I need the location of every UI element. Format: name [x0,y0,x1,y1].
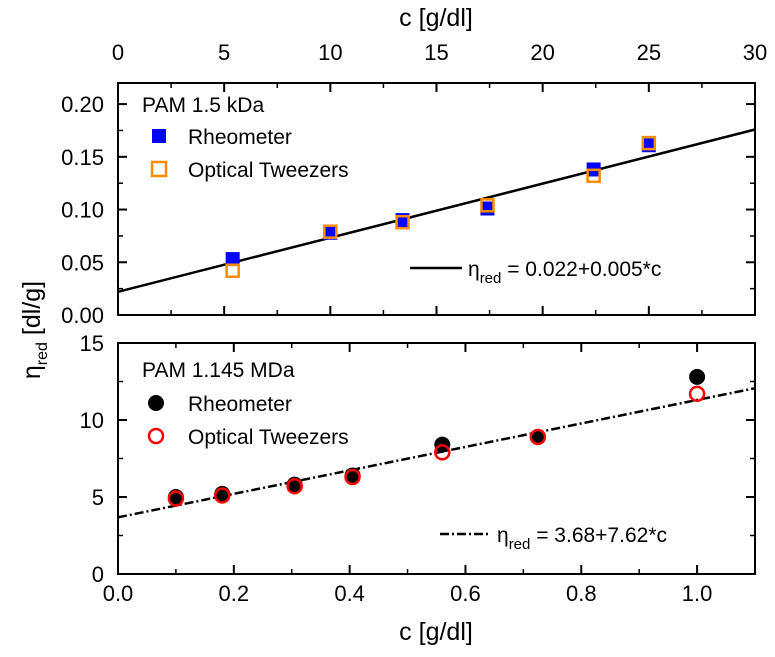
data-points-bottom [167,368,706,507]
optical-tweezers-point [225,263,240,278]
y-tick-label: 10 [80,408,104,433]
fit-legend-label-bottom: ηred = 3.68+7.62*c [497,524,667,553]
legend-title-bottom: PAM 1.145 MDa [142,359,295,382]
legend-marker-rheometer-top [152,129,166,143]
legend-marker-tweezers-bottom [147,427,165,445]
optical-tweezers-point [213,487,231,504]
rheometer-point [323,225,338,240]
optical-tweezers-point [323,224,338,239]
optical-tweezers-point [167,490,185,507]
optical-tweezers-point [688,385,706,403]
optical-tweezers-point [395,214,410,230]
y-tick-label: 0.05 [61,250,104,275]
fit-legend-bottom: ηred = 3.68+7.62*c [440,524,667,553]
x-tick-label-top: 15 [424,40,448,65]
y-tick-label: 0.15 [61,145,104,170]
y-tick-label: 0.20 [61,92,104,117]
optical-tweezers-point [434,444,451,461]
panel-bottom: c [g/dl] 0.0 0.2 0.4 0.6 0.8 1.0 0 5 10 15 PAM 1… [80,331,756,646]
fit-line-top [117,128,756,294]
legend-bottom: PAM 1.145 MDa Rheometer Optical Tweezers [142,359,349,449]
x-axis-label-bottom: c [g/dl] [399,618,473,646]
optical-tweezers-point [344,468,361,486]
x-axis-ticks-top: 0 5 10 15 20 25 30 [112,40,767,315]
x-tick-label-top: 30 [743,40,767,65]
x-tick-label-bottom: 0.4 [334,581,365,606]
legend-label-tweezers-top: Optical Tweezers [188,159,349,182]
x-tick-label-bottom: 1.0 [682,581,713,606]
optical-tweezers-point [480,198,495,213]
rheometer-point [689,368,706,385]
x-tick-label-top: 25 [637,40,661,65]
y-tick-label: 5 [92,485,104,510]
legend-marker-rheometer-bottom [148,395,164,411]
y-axis-ticks-top: 0.00 0.05 0.10 0.15 0.20 [61,92,755,328]
rheometer-point [225,252,240,267]
optical-tweezers-point [586,168,601,184]
x-tick-label-bottom: 0.6 [450,581,481,606]
x-tick-label-top: 5 [218,40,230,65]
fit-legend-label-top: ηred = 0.022+0.005*c [468,258,661,287]
x-tick-label-top: 20 [530,40,554,65]
x-tick-label-top: 0 [112,40,124,65]
y-axis-ticks-bottom: 0 5 10 15 [80,331,755,587]
legend-marker-tweezers-top [150,160,168,178]
x-tick-label-bottom: 0.0 [103,581,134,606]
data-points-top [225,135,657,278]
fit-line-top [117,128,756,294]
x-tick-label-bottom: 0.2 [219,581,250,606]
y-tick-label: 15 [80,331,104,356]
y-tick-label: 0 [92,562,104,587]
rheometer-point [529,428,546,445]
y-tick-label: 0.10 [61,198,104,223]
x-axis-ticks-bottom: 0.0 0.2 0.4 0.6 0.8 1.0 [103,343,713,606]
optical-tweezers-point [641,135,657,151]
optical-tweezers-point [529,428,547,446]
x-axis-label-top: c [g/dl] [399,4,473,32]
legend-title-top: PAM 1.5 kDa [142,94,264,117]
fit-legend-top: ηred = 0.022+0.005*c [410,258,661,287]
legend-label-rheometer-top: Rheometer [188,126,292,149]
legend-label-tweezers-bottom: Optical Tweezers [188,426,349,449]
legend-top: PAM 1.5 kDa Rheometer Optical Tweezers [142,94,349,182]
legend-label-rheometer-bottom: Rheometer [188,393,292,416]
y-tick-label: 0.00 [61,303,104,328]
y-axis-label: ηred [dl/g] [18,281,51,379]
x-tick-label-bottom: 0.8 [566,581,597,606]
x-tick-label-top: 10 [318,40,342,65]
optical-tweezers-point [286,477,303,495]
